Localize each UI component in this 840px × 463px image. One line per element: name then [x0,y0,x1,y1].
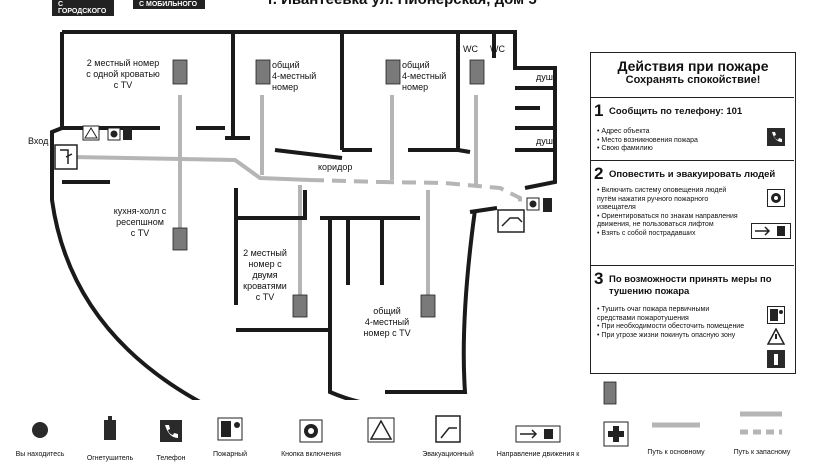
extinguisher-icon-2 [543,198,552,212]
legend-label: Огнетушитель [86,455,134,462]
legend-label: Телефон [156,455,186,462]
list-item: Адрес объекта [597,128,747,137]
wc-label: WC [490,44,505,54]
fire-actions-panel: Действия при пожаре Сохранять спокойстви… [590,52,796,374]
mobile-phone-badge: С МОБИЛЬНОГО [133,0,205,9]
list-item: При необходимости обесточить помещение [597,323,747,332]
room-label: общий 4-местный номер с TV [363,306,411,338]
list-item: Свою фамилию [597,145,747,154]
panel-title: Действия при пожаре [617,58,769,74]
address-title: г. Ивантеевка ул. Пионерская, дом 5 [268,0,537,8]
phone-number: 101 [726,106,743,117]
legend-label: Эвакуационный [422,451,474,458]
legend-label: Вы находитесь [15,451,65,458]
room-sign-1 [172,59,188,85]
list-item: Ориентироваться по знакам направления дв… [597,213,747,230]
extinguisher-icon [123,128,132,140]
entrance-label: Вход [28,136,49,146]
section-1: 1 Сообщить по телефону: 101 Адрес объект… [591,97,794,214]
list-item: При угрозе жизни покинуть опасную зону [597,332,747,341]
warning-icon [82,125,100,141]
legend-label: Пожарный [212,451,248,458]
fire-hose-icon [217,417,243,441]
section-3: 3 По возможности принять меры по тушению… [591,265,794,372]
direction-icon [515,425,561,443]
section-2: 2 Оповестить и эвакуировать людей Включи… [591,160,794,261]
plan-signs [54,59,552,318]
exit-icon [497,209,525,233]
room-label: общий 4-местный номер [272,60,317,92]
section-3-number: 3 [594,269,604,288]
room-label: 2 местный номер с двумя кроватями с TV [243,248,287,302]
legend-label: Путь к основному [647,449,705,456]
section-2-list: Включить систему оповещения людей путём … [597,187,747,238]
room-sign-5 [172,227,188,251]
room-sign-3 [385,59,401,85]
warning-icon [367,417,395,443]
section-3-list: Тушить очаг пожара первичными средствами… [597,306,747,340]
legend-label: Кнопка включения [281,451,341,458]
section-2-title: Оповестить и эвакуировать людей [609,169,776,180]
panel-subtitle: Сохранять спокойствие! [625,74,761,86]
extinguisher-icon [767,350,785,368]
legend-icons [32,381,782,447]
corridor-label: коридор [318,162,353,172]
phone-icon [160,420,182,442]
room-sign-7 [420,294,436,318]
you-are-here-icon [32,422,48,438]
section-1-number: 1 [594,101,604,120]
list-item: Включить систему оповещения людей путём … [597,187,747,213]
section-1-title: Сообщить по телефону: 101 [609,106,743,117]
section-3-title: По возможности принять меры по тушению п… [609,274,772,297]
shower-label: душ [536,72,553,82]
list-item: Тушить очаг пожара первичными средствами… [597,306,747,323]
alarm-button-icon [299,419,323,443]
wc-label: WC [463,44,478,54]
evacuation-routes [71,95,522,315]
legend-label: Направление движения к [496,451,580,458]
shower-label: душ [536,136,553,146]
room-sign-6 [292,294,308,318]
exit-icon [435,415,461,443]
city-phone-badge: С ГОРОДСКОГО [52,0,114,16]
phone-icon [767,128,785,146]
room-sign-4 [469,59,485,85]
direction-icon [751,223,791,239]
list-item: Взять с собой пострадавших [597,230,747,239]
section-2-number: 2 [594,164,604,183]
room-sign-2 [255,59,271,85]
extinguisher-icon [104,416,116,440]
room-label: 2 местный номер с одной кроватью с TV [86,58,160,90]
floor-plan [50,30,557,400]
section-1-list: Адрес объекта Место возникновения пожара… [597,128,747,154]
alarm-button-icon [767,189,785,207]
first-aid-icon [603,421,629,447]
room-label: общий 4-местный номер [402,60,447,92]
legend-label: Путь к запасному [733,449,791,456]
walls [50,30,557,400]
list-item: Место возникновения пожара [597,137,747,146]
fire-hose-icon [767,306,785,324]
room-sign-legend-icon [603,381,617,405]
warning-icon [767,328,785,345]
room-label: кухня-холл с ресепшном с TV [113,206,167,238]
